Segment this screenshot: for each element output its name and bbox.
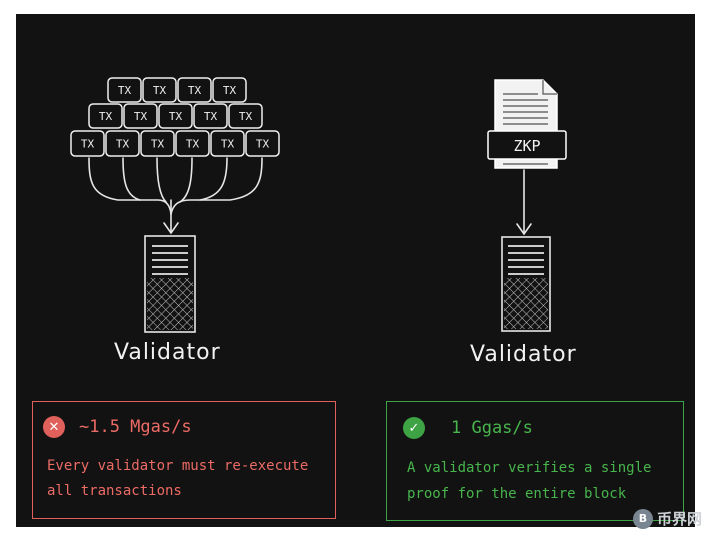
tx-block — [228, 103, 263, 129]
tx-block — [123, 103, 158, 129]
tx-block — [210, 130, 245, 157]
proof-verification-panel: ✓ 1 Ggas/s A validator verifies a single… — [386, 401, 684, 521]
merge-arrows — [88, 157, 263, 235]
tx-label: TX — [116, 138, 130, 151]
tx-label: TX — [221, 138, 235, 151]
tx-block — [88, 103, 123, 129]
tx-label: TX — [169, 110, 183, 123]
tx-label: TX — [134, 110, 148, 123]
panel-description-line1: Every validator must re-execute — [47, 458, 309, 474]
re-execution-panel: ✕ ~1.5 Mgas/s Every validator must re-ex… — [32, 401, 336, 519]
tx-block — [142, 77, 177, 103]
panel-title-throughput: 1 Ggas/s — [451, 418, 533, 438]
tx-label: TX — [118, 84, 132, 97]
tx-block — [175, 130, 210, 157]
panel-description-line2: proof for the entire block — [407, 486, 627, 502]
validator-server-right — [501, 236, 551, 332]
proof-arrow — [516, 169, 532, 236]
tx-label: TX — [239, 110, 253, 123]
watermark: B 币界网 — [632, 508, 702, 529]
tx-block — [140, 130, 175, 157]
tx-block — [245, 130, 280, 157]
watermark-text: 币界网 — [656, 510, 702, 528]
validator-label-right: Validator — [470, 342, 577, 367]
tx-label: TX — [188, 84, 202, 97]
tx-label: TX — [223, 84, 237, 97]
tx-block — [212, 77, 247, 103]
tx-block — [177, 77, 212, 103]
validator-label-left: Validator — [114, 340, 221, 365]
panel-description-line1: A validator verifies a single — [407, 460, 652, 476]
proof-document: ZKP — [487, 79, 567, 169]
tx-label: TX — [81, 138, 95, 151]
tx-label: TX — [151, 138, 165, 151]
zkp-label-box — [487, 130, 567, 160]
tx-label: TX — [153, 84, 167, 97]
tx-block — [70, 130, 105, 157]
check-icon: ✓ — [403, 417, 425, 439]
tx-block — [107, 77, 142, 103]
tx-label: TX — [186, 138, 200, 151]
watermark-logo-icon: B — [632, 508, 653, 529]
validator-server-left — [144, 235, 196, 333]
zkp-label: ZKP — [513, 137, 540, 155]
tx-label: TX — [99, 110, 113, 123]
tx-block — [193, 103, 228, 129]
tx-label: TX — [256, 138, 270, 151]
tx-label: TX — [204, 110, 218, 123]
x-icon: ✕ — [43, 416, 65, 438]
panel-title-throughput: ~1.5 Mgas/s — [79, 417, 192, 437]
tx-block — [105, 130, 140, 157]
tx-block — [158, 103, 193, 129]
panel-description-line2: all transactions — [47, 483, 182, 499]
